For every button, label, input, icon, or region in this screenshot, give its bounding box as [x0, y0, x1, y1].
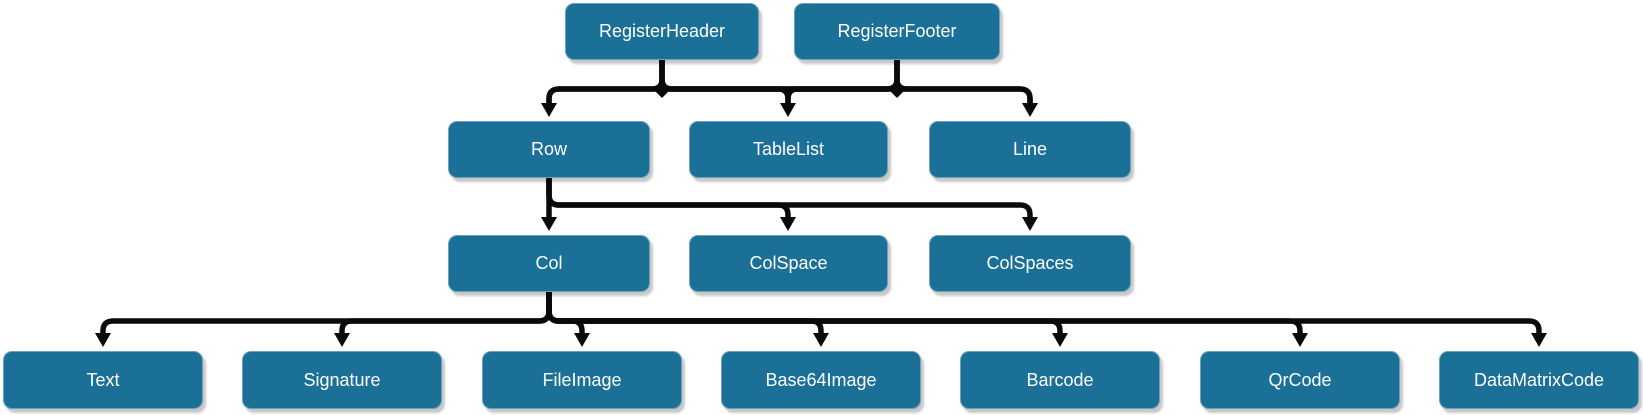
edge-col-datamatrixcode	[546, 291, 1542, 334]
node-col-spaces: ColSpaces	[929, 235, 1131, 292]
edge-registerheader-line	[659, 59, 1033, 104]
node-base64-image: Base64Image	[721, 351, 921, 409]
edge-arrowhead	[780, 217, 796, 231]
edge-col-text	[100, 291, 552, 334]
edge-col-fileimage	[546, 291, 585, 334]
edge-arrowhead	[541, 217, 557, 231]
edge-arrowhead	[1531, 333, 1547, 347]
node-col-space: ColSpace	[689, 235, 888, 292]
node-data-matrix-code: DataMatrixCode	[1439, 351, 1639, 409]
node-col: Col	[448, 235, 650, 292]
node-signature: Signature	[242, 351, 442, 409]
node-line: Line	[929, 121, 1131, 178]
node-barcode: Barcode	[960, 351, 1160, 409]
edge-registerfooter-line	[894, 59, 1033, 104]
node-file-image: FileImage	[482, 351, 682, 409]
node-table-list: TableList	[689, 121, 888, 178]
junction-bump	[890, 91, 904, 98]
junction-bump	[655, 91, 669, 98]
edge-col-qrcode	[546, 291, 1303, 334]
edge-registerheader-row	[546, 59, 665, 104]
edge-registerfooter-tablelist	[785, 59, 900, 104]
edge-registerheader-tablelist	[659, 59, 791, 104]
edge-arrowhead	[1022, 217, 1038, 231]
edge-arrowhead	[1022, 103, 1038, 117]
edges-level2-to-level3	[541, 177, 1038, 231]
edge-row-colspaces	[546, 177, 1033, 218]
edge-col-barcode	[546, 291, 1063, 334]
edge-arrowhead	[813, 333, 829, 347]
node-qr-code: QrCode	[1200, 351, 1400, 409]
edge-arrowhead	[574, 333, 590, 347]
edges-level3-to-level4	[95, 291, 1547, 347]
edge-arrowhead	[95, 333, 111, 347]
edge-arrowhead	[1292, 333, 1308, 347]
edge-arrowhead	[1052, 333, 1068, 347]
node-register-footer: RegisterFooter	[794, 3, 1000, 60]
edge-registerfooter-row	[546, 59, 900, 104]
node-text: Text	[3, 351, 203, 409]
node-register-header: RegisterHeader	[565, 3, 759, 60]
edge-col-base64image	[546, 291, 824, 334]
node-row: Row	[448, 121, 650, 178]
edge-arrowhead	[541, 103, 557, 117]
edge-col-signature	[339, 291, 552, 334]
edge-arrowhead	[334, 333, 350, 347]
edge-row-colspace	[546, 177, 791, 218]
edge-arrowhead	[780, 103, 796, 117]
edges-level1-to-level2	[541, 59, 1038, 117]
